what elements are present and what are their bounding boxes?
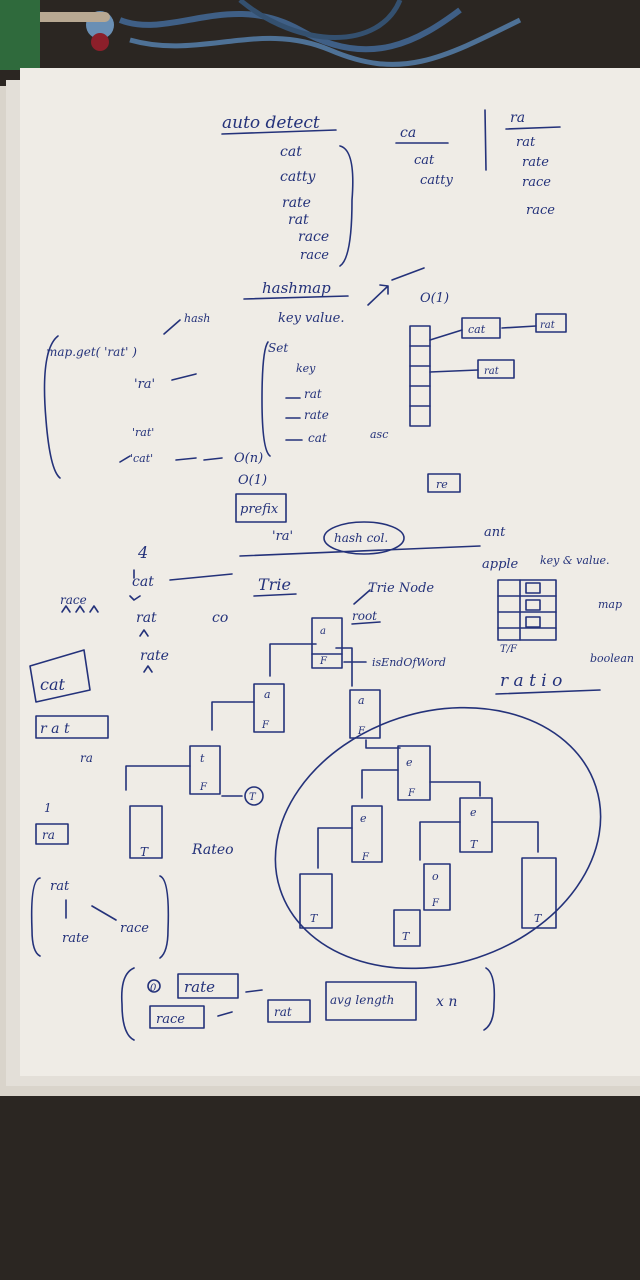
ca-result: catty <box>420 173 453 188</box>
cat-item: 'cat' <box>130 452 153 465</box>
bottom-race: race <box>156 1012 185 1027</box>
trie-word: rate <box>140 648 169 664</box>
ra-result: race <box>522 175 551 190</box>
big-o-1: O(1) <box>238 473 267 488</box>
bucket-cat: cat <box>468 323 486 336</box>
boolean-label: boolean <box>590 652 634 665</box>
ca-result: cat <box>414 153 435 168</box>
word-list-item: race <box>298 229 329 245</box>
ratio-word: r a t i o <box>500 671 562 691</box>
bottom-zero: 0 <box>150 983 157 994</box>
node-f-mid: F <box>361 852 370 863</box>
paper-sheet <box>0 68 640 1096</box>
map-get-call: map.get( 'rat' ) <box>46 345 137 359</box>
node-t-right: T <box>470 838 479 851</box>
map-label: map <box>598 598 622 611</box>
rate-word: rate <box>62 931 89 946</box>
big-o-top: O(1) <box>420 291 449 306</box>
word-list-item: rate <box>282 195 311 211</box>
node-t-bottom: T <box>310 912 319 925</box>
node-a-right: a <box>358 694 365 707</box>
cat-box: cat <box>40 675 66 694</box>
node-e-mid: e <box>360 812 367 825</box>
ra-result: rate <box>522 155 549 170</box>
word-list-item: race <box>300 248 329 263</box>
node-e-top: e <box>406 756 413 769</box>
prefix-box: prefix <box>240 502 279 517</box>
re-box: re <box>436 478 448 491</box>
bottom-rate: rate <box>184 978 215 996</box>
set-item: rat <box>304 387 322 401</box>
prefix-ra: ra <box>510 110 525 126</box>
co-label: co <box>212 610 228 626</box>
prefix-ca: ca <box>400 125 416 141</box>
word-list: cat catty rate rat race race <box>280 144 329 263</box>
node-t-far: T <box>534 912 543 925</box>
set-extra: asc <box>370 428 388 441</box>
root-node-a: a <box>320 626 326 637</box>
node-t-low: T <box>402 930 411 943</box>
key-label: key <box>296 362 316 375</box>
trie-node-label: Trie Node <box>368 581 434 596</box>
bucket-rat-bottom: rat <box>484 366 500 377</box>
node-t-left: t <box>200 752 205 765</box>
node-t-end: T <box>140 845 149 859</box>
word-list-item: catty <box>280 169 316 185</box>
word-list-item: rat <box>288 212 309 228</box>
node-f-t: F <box>199 782 208 793</box>
ra-query: 'ra' <box>134 377 155 392</box>
set-label: Set <box>268 341 288 355</box>
hashmap-key-value: key value. <box>278 311 345 326</box>
ra-result: race <box>526 203 555 218</box>
hash-col-ra: 'ra' <box>272 529 293 544</box>
trie-word: cat <box>132 574 154 590</box>
tf-label: T/F <box>500 644 518 655</box>
hash-label: hash <box>184 312 210 325</box>
heading-auto-detect: auto detect <box>222 113 320 133</box>
word-list-item: cat <box>280 144 302 160</box>
set-item: rate <box>304 408 329 422</box>
cable-object <box>0 0 522 70</box>
node-f-right: F <box>357 726 366 737</box>
node-f-o: F <box>431 898 440 909</box>
root-label: root <box>352 609 377 623</box>
ra-box: ra <box>42 828 55 842</box>
rat-box: r a t <box>40 721 70 737</box>
node-o: o <box>432 870 439 883</box>
key-value-label: key & value. <box>540 554 610 567</box>
node-e-right: e <box>470 806 477 819</box>
avg-length: avg length <box>330 993 394 1007</box>
number-four: 4 <box>137 543 148 562</box>
race-word: race <box>120 921 149 936</box>
ant-label: ant <box>484 525 506 540</box>
x-n: x n <box>436 994 457 1010</box>
rat-item: 'rat' <box>132 426 154 439</box>
race-left: race <box>60 593 87 607</box>
node-f-left: F <box>261 720 270 731</box>
node-a-left: a <box>264 688 271 701</box>
circle-t: T <box>249 792 257 803</box>
node-f-e: F <box>407 788 416 799</box>
trie-title: Trie <box>258 575 291 594</box>
big-o-n: O(n) <box>234 451 263 466</box>
trie-word: rat <box>136 610 157 626</box>
bucket-rat-top: rat <box>540 320 556 331</box>
is-end-of-word: isEndOfWord <box>372 656 446 669</box>
ra-small: ra <box>80 751 93 765</box>
hash-col: hash col. <box>334 531 388 545</box>
set-item: cat <box>308 431 327 445</box>
apple-label: apple <box>482 557 519 572</box>
ra-result: rat <box>516 135 536 150</box>
bottom-rat: rat <box>274 1005 292 1019</box>
rateo-label: Rateo <box>191 842 234 858</box>
rat-word: rat <box>50 879 70 894</box>
number-one: 1 <box>44 801 52 815</box>
root-node-f: F <box>319 656 328 667</box>
hashmap-title: hashmap <box>262 279 331 297</box>
